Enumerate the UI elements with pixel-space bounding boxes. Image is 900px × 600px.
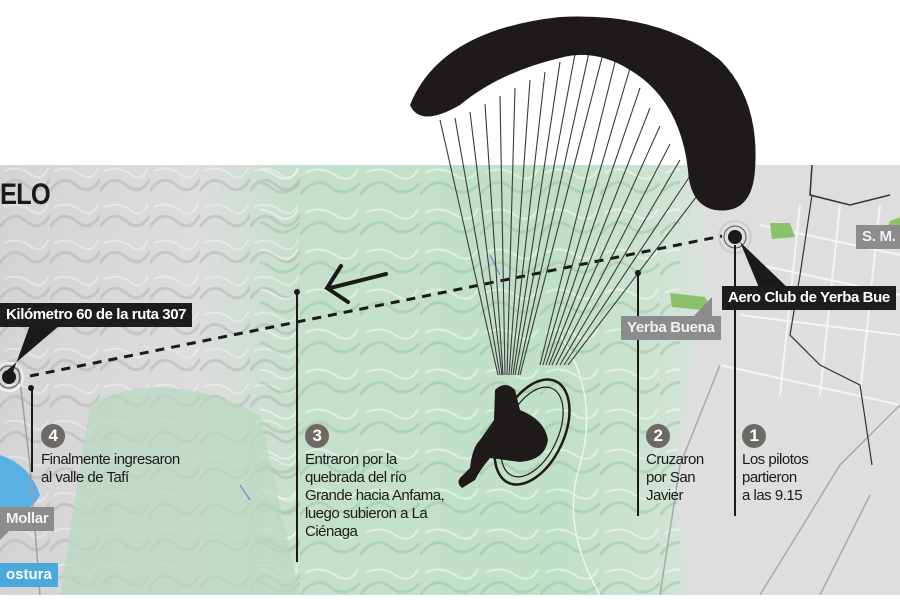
step-description: Entraron por la quebrada del río Grande … — [305, 451, 445, 540]
step-3: 3 Entraron por la quebrada del río Grand… — [305, 424, 445, 541]
label-yerba-buena: Yerba Buena — [621, 316, 721, 340]
arrow-left-icon — [324, 264, 388, 304]
label-el-mollar: Mollar — [0, 507, 55, 531]
step-3-leader — [296, 292, 298, 562]
step-2-leader — [637, 273, 639, 516]
step-description: Cruzaron por San Javier — [646, 451, 704, 504]
step-4-leader — [31, 388, 33, 472]
label-km60: Kilómetro 60 de la ruta 307 — [0, 303, 193, 327]
flight-route-line — [29, 234, 723, 378]
step-number-badge: 2 — [646, 424, 670, 448]
step-4: 4 Finalmente ingresaron al valle de Tafí — [41, 424, 180, 487]
paraglider-icon — [410, 16, 756, 488]
step-number-badge: 1 — [742, 424, 766, 448]
label-aero-club: Aero Club de Yerba Bue — [722, 286, 896, 310]
step-number-badge: 3 — [305, 424, 329, 448]
label-san-miguel: S. M. — [856, 225, 900, 249]
step-number-badge: 4 — [41, 424, 65, 448]
step-1: 1 Los pilotos partieron a las 9.15 — [742, 424, 809, 505]
step-description: Los pilotos partieron a las 9.15 — [742, 451, 809, 504]
step-description: Finalmente ingresaron al valle de Tafí — [41, 451, 180, 486]
label-angostura: ostura — [0, 563, 58, 587]
page-title: ELO — [0, 178, 51, 211]
step-1-leader — [734, 245, 736, 516]
start-marker-aero-club — [718, 220, 790, 290]
end-marker-km60 — [0, 325, 60, 392]
step-2: 2 Cruzaron por San Javier — [646, 424, 704, 505]
